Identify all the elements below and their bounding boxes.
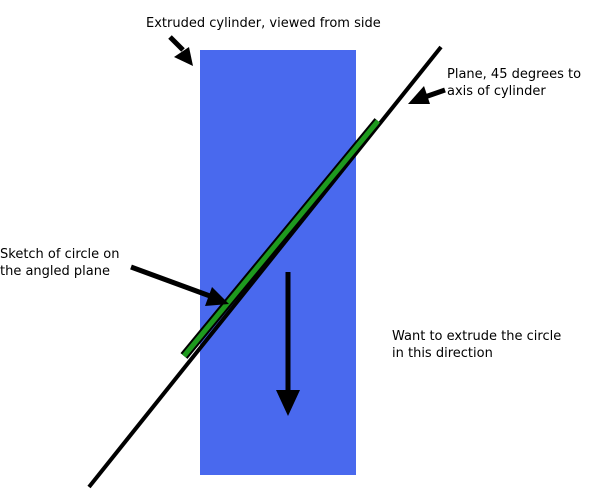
sketch-pointer-arrow (130, 264, 229, 306)
extrude-label-line-1: Want to extrude the circle (392, 329, 562, 344)
plane-label-line-2: axis of cylinder (447, 84, 546, 99)
sketch-label-line-1: Sketch of circle on (0, 247, 120, 262)
plane-pointer-arrow (408, 86, 446, 104)
extrude-label: Want to extrude the circle in this direc… (392, 328, 561, 362)
cylinder-label: Extruded cylinder, viewed from side (146, 15, 381, 32)
extrude-label-line-2: in this direction (392, 346, 493, 361)
cylinder-pointer-arrow (168, 35, 193, 66)
sketch-label-line-2: the angled plane (0, 264, 110, 279)
sketch-label: Sketch of circle on the angled plane (0, 246, 120, 280)
plane-line (87, 45, 443, 489)
cylinder-label-text: Extruded cylinder, viewed from side (146, 16, 381, 31)
plane-label: Plane, 45 degrees to axis of cylinder (447, 66, 581, 100)
cylinder-body (200, 50, 356, 475)
sketch-line (182, 119, 380, 358)
extrude-direction-arrow (276, 272, 300, 416)
plane-label-line-1: Plane, 45 degrees to (447, 67, 582, 82)
